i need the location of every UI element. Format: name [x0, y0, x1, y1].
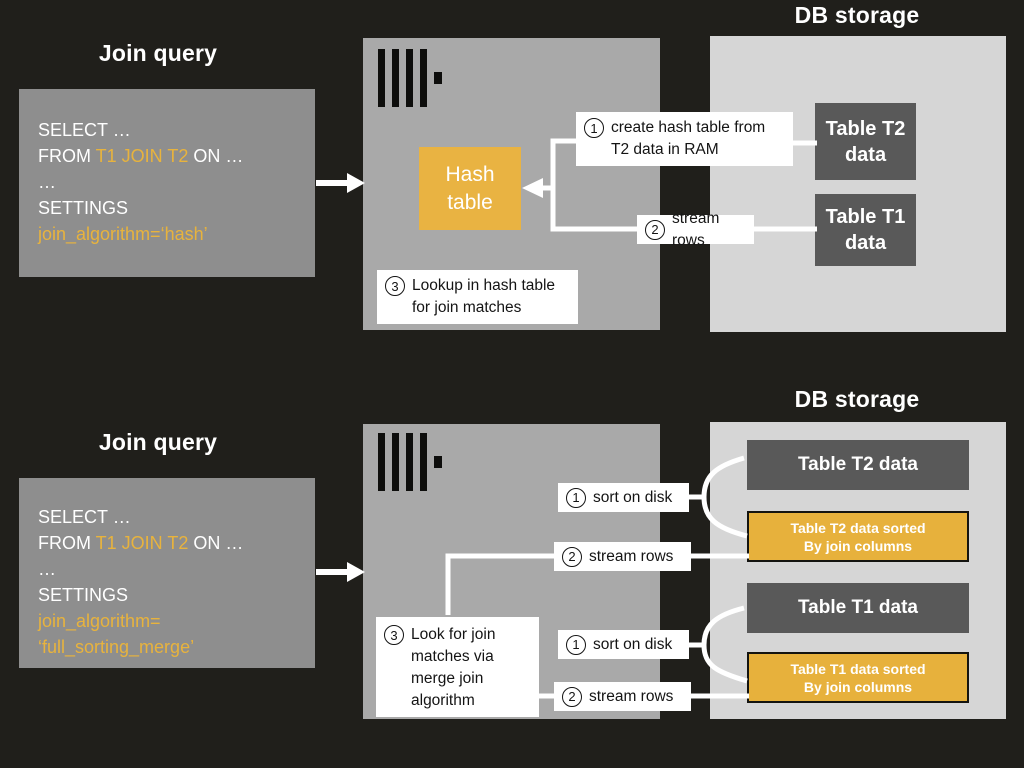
table-t2-sorted-box: Table T2 data sorted By join columns [747, 511, 969, 562]
annotation-text: stream rows [672, 209, 720, 249]
step-1-circle-icon: 1 [584, 118, 604, 138]
sql-line-algorithm: join_algorithm=‘hash’ [38, 224, 208, 244]
annotation-text: create hash table from T2 data in RAM [611, 119, 766, 158]
annotation-create-hash-table: 1 create hash table from T2 data in RAM [576, 112, 793, 166]
table-t2-data-box-top: Table T2 data [815, 103, 916, 180]
step-3-circle-icon: 3 [385, 276, 405, 296]
sql-line-settings: SETTINGS [38, 198, 129, 218]
sql-line-algorithm-value: ‘full_sorting_merge’ [38, 637, 195, 657]
step-2-circle-icon: 2 [645, 219, 665, 240]
step-3-circle-icon: 3 [384, 625, 404, 645]
join-query-title-bottom: Join query [98, 429, 218, 455]
db-storage-box-top [710, 36, 1006, 332]
annotation-text: sort on disk [593, 488, 673, 506]
step-2-circle-icon: 2 [562, 546, 582, 567]
sql-line-settings: SETTINGS [38, 585, 129, 605]
step-2-circle-icon: 2 [562, 686, 582, 707]
sql-line-select: SELECT … [38, 507, 131, 527]
sql-line-from: FROM T1 JOIN T2 ON … [38, 533, 244, 553]
step-1-circle-icon: 1 [566, 487, 586, 508]
sql-line-select: SELECT … [38, 120, 131, 140]
table-t1-data-box-bottom: Table T1 data [747, 583, 969, 633]
annotation-sort-on-disk-t2: 1 sort on disk [558, 483, 689, 512]
annotation-text: stream rows [589, 547, 674, 565]
join-query-box-bottom: SELECT … FROM T1 JOIN T2 ON … … SETTINGS… [19, 478, 315, 668]
annotation-stream-rows-top: 2 stream rows [637, 210, 754, 249]
annotation-merge-join-lookup: 3 Look for join matches via merge join a… [376, 617, 539, 717]
db-storage-title-top: DB storage [794, 2, 920, 28]
sql-line-ellipsis: … [38, 172, 56, 192]
step-1-circle-icon: 1 [566, 634, 586, 655]
table-t1-sorted-box: Table T1 data sorted By join columns [747, 652, 969, 703]
sql-line-algorithm: join_algorithm= [38, 611, 161, 631]
sql-join-highlight: T1 JOIN T2 [95, 533, 189, 553]
annotation-stream-rows-t1: 2 stream rows [554, 682, 691, 711]
sql-line-from: FROM T1 JOIN T2 ON … [38, 146, 244, 166]
table-t2-data-box-bottom: Table T2 data [747, 440, 969, 490]
annotation-sort-on-disk-t1: 1 sort on disk [558, 630, 689, 659]
hash-table-box: Hash table [419, 147, 521, 230]
annotation-text: stream rows [589, 687, 674, 705]
db-storage-title-bottom: DB storage [794, 386, 920, 412]
clickhouse-logo-icon [378, 49, 442, 107]
annotation-text: Look for join matches via merge join alg… [411, 626, 496, 709]
join-query-box-top: SELECT … FROM T1 JOIN T2 ON … … SETTINGS… [19, 89, 315, 277]
annotation-stream-rows-t2: 2 stream rows [554, 542, 691, 571]
annotation-text: sort on disk [593, 635, 673, 653]
sql-join-highlight: T1 JOIN T2 [95, 146, 189, 166]
join-query-title-top: Join query [98, 40, 218, 66]
table-t1-data-box-top: Table T1 data [815, 194, 916, 266]
annotation-text: Lookup in hash table for join matches [412, 277, 556, 316]
clickhouse-logo-icon [378, 433, 442, 491]
annotation-lookup-hash-table: 3 Lookup in hash table for join matches [377, 270, 578, 324]
sql-line-ellipsis: … [38, 559, 56, 579]
